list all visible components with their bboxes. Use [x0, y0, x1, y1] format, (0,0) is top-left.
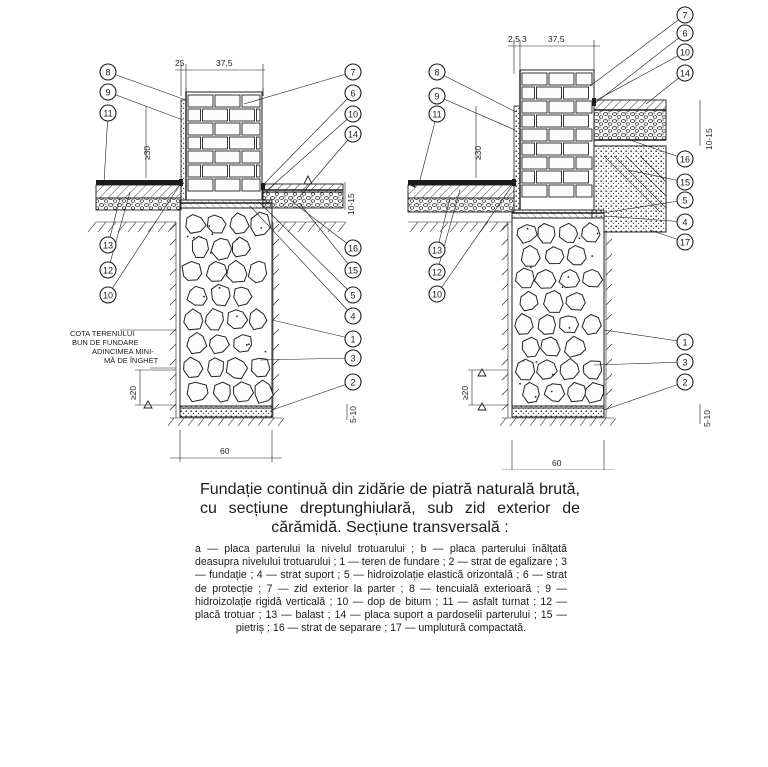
callout-b-16: 1: [676, 333, 694, 351]
callout-number: 3: [350, 354, 355, 364]
callout-b-10: 5: [676, 191, 694, 209]
section-b: 2,5 3 37,5 ≥30 10-15 ≥20 5-10 60: [407, 34, 714, 470]
dim-depth-20-label-b: ≥20: [460, 386, 470, 400]
dim-top-b-label-b: 3: [522, 34, 527, 44]
callout-b-2: 6: [676, 24, 694, 42]
callout-number: 9: [434, 92, 439, 102]
callout-b-12: 17: [676, 233, 694, 251]
callout-number: 14: [680, 69, 690, 79]
callout-a-1: 8: [99, 63, 117, 81]
dim-top-b-label: 37,5: [216, 58, 233, 68]
section-a: 25 37,5 ≥30 10-15 ≥20 5-10 60 COTA TEREN…: [70, 58, 358, 462]
callout-a-5: 6: [344, 84, 362, 102]
dim-height-30-label: ≥30: [142, 146, 152, 160]
callout-b-14: 12: [428, 263, 446, 281]
caption-title: Fundație continuă din zidărie de piatră …: [200, 481, 580, 536]
callout-number: 7: [682, 11, 687, 21]
callout-number: 11: [432, 110, 441, 120]
callout-number: 12: [432, 268, 442, 278]
callout-number: 10: [432, 290, 442, 300]
callout-number: 5: [682, 196, 687, 206]
callout-number: 2: [682, 378, 687, 388]
callout-number: 10: [680, 48, 690, 58]
callout-b-7: 11: [428, 105, 446, 123]
callout-a-8: 13: [99, 236, 117, 254]
figure-caption: Fundație continuă din zidărie de piatră …: [190, 480, 580, 635]
dim-top-a-label: 25: [175, 58, 185, 68]
dim-width-label: 60: [220, 446, 230, 456]
callout-a-17: 2: [344, 373, 362, 391]
dim-layer-thickness-label-b: 10-15: [704, 128, 714, 150]
ground-note-line-1: COTA TERENULUI: [70, 329, 134, 338]
caption-legend: a — placa parterului la nivelul trotuaru…: [195, 543, 567, 635]
callout-number: 10: [103, 291, 113, 301]
dim-layer-thickness-label: 10-15: [346, 193, 356, 215]
callout-number: 12: [103, 266, 113, 276]
callout-a-10: 10: [99, 286, 117, 304]
callout-number: 3: [682, 358, 687, 368]
callout-a-11: 16: [344, 239, 362, 257]
callout-a-4: 7: [344, 63, 362, 81]
dim-bottom-thickness-label-b: 5-10: [702, 410, 712, 427]
callout-number: 6: [350, 89, 355, 99]
callout-number: 1: [350, 335, 355, 345]
callout-b-8: 16: [676, 150, 694, 168]
callout-number: 4: [682, 218, 687, 228]
callout-number: 15: [348, 266, 358, 276]
callout-number: 2: [350, 378, 355, 388]
callout-b-9: 15: [676, 173, 694, 191]
callout-b-6: 9: [428, 87, 446, 105]
callout-b-18: 2: [676, 373, 694, 391]
ground-note-line-3: ADINCIMEA MINI-: [92, 347, 154, 356]
callout-b-15: 10: [428, 285, 446, 303]
callout-a-15: 1: [344, 330, 362, 348]
callout-number: 11: [103, 109, 112, 119]
callout-number: 8: [105, 68, 110, 78]
dim-top-c-label-b: 37,5: [548, 34, 565, 44]
dim-width-label-b: 60: [552, 458, 562, 468]
callout-b-13: 13: [428, 241, 446, 259]
callout-a-12: 15: [344, 261, 362, 279]
callout-number: 13: [103, 241, 113, 251]
ground-note-line-2: BUN DE FUNDARE: [72, 338, 139, 347]
callout-a-6: 10: [344, 105, 362, 123]
callout-a-16: 3: [344, 349, 362, 367]
foundation-drawing: 25 37,5 ≥30 10-15 ≥20 5-10 60 COTA TEREN…: [70, 6, 714, 470]
dim-height-30-label-b: ≥30: [473, 146, 483, 160]
callout-b-5: 8: [428, 63, 446, 81]
callout-number: 10: [348, 110, 358, 120]
callout-number: 6: [682, 29, 687, 39]
callout-number: 17: [680, 238, 690, 248]
callout-a-13: 5: [344, 286, 362, 304]
callout-number: 9: [105, 88, 110, 98]
callout-number: 7: [350, 68, 355, 78]
callout-b-11: 4: [676, 213, 694, 231]
callout-a-2: 9: [99, 83, 117, 101]
dim-depth-20-label: ≥20: [128, 386, 138, 400]
callout-number: 16: [680, 155, 690, 165]
callout-b-3: 10: [676, 43, 694, 61]
callout-number: 1: [682, 338, 687, 348]
callout-a-14: 4: [344, 307, 362, 325]
callout-number: 14: [348, 130, 358, 140]
callout-number: 16: [348, 244, 358, 254]
callout-b-4: 14: [676, 64, 694, 82]
callout-a-9: 12: [99, 261, 117, 279]
callout-number: 15: [680, 178, 690, 188]
callout-a-3: 11: [99, 104, 117, 122]
dim-bottom-thickness-label: 5-10: [348, 406, 358, 423]
callout-number: 13: [432, 246, 442, 256]
callout-b-17: 3: [676, 353, 694, 371]
callout-number: 4: [350, 312, 355, 322]
callout-a-7: 14: [344, 125, 362, 143]
dim-top-a-label-b: 2,5: [508, 34, 520, 44]
ground-note-line-4: MĂ DE ÎNGHEȚ: [104, 356, 159, 365]
callout-number: 8: [434, 68, 439, 78]
callout-number: 5: [350, 291, 355, 301]
callout-b-1: 7: [676, 6, 694, 24]
